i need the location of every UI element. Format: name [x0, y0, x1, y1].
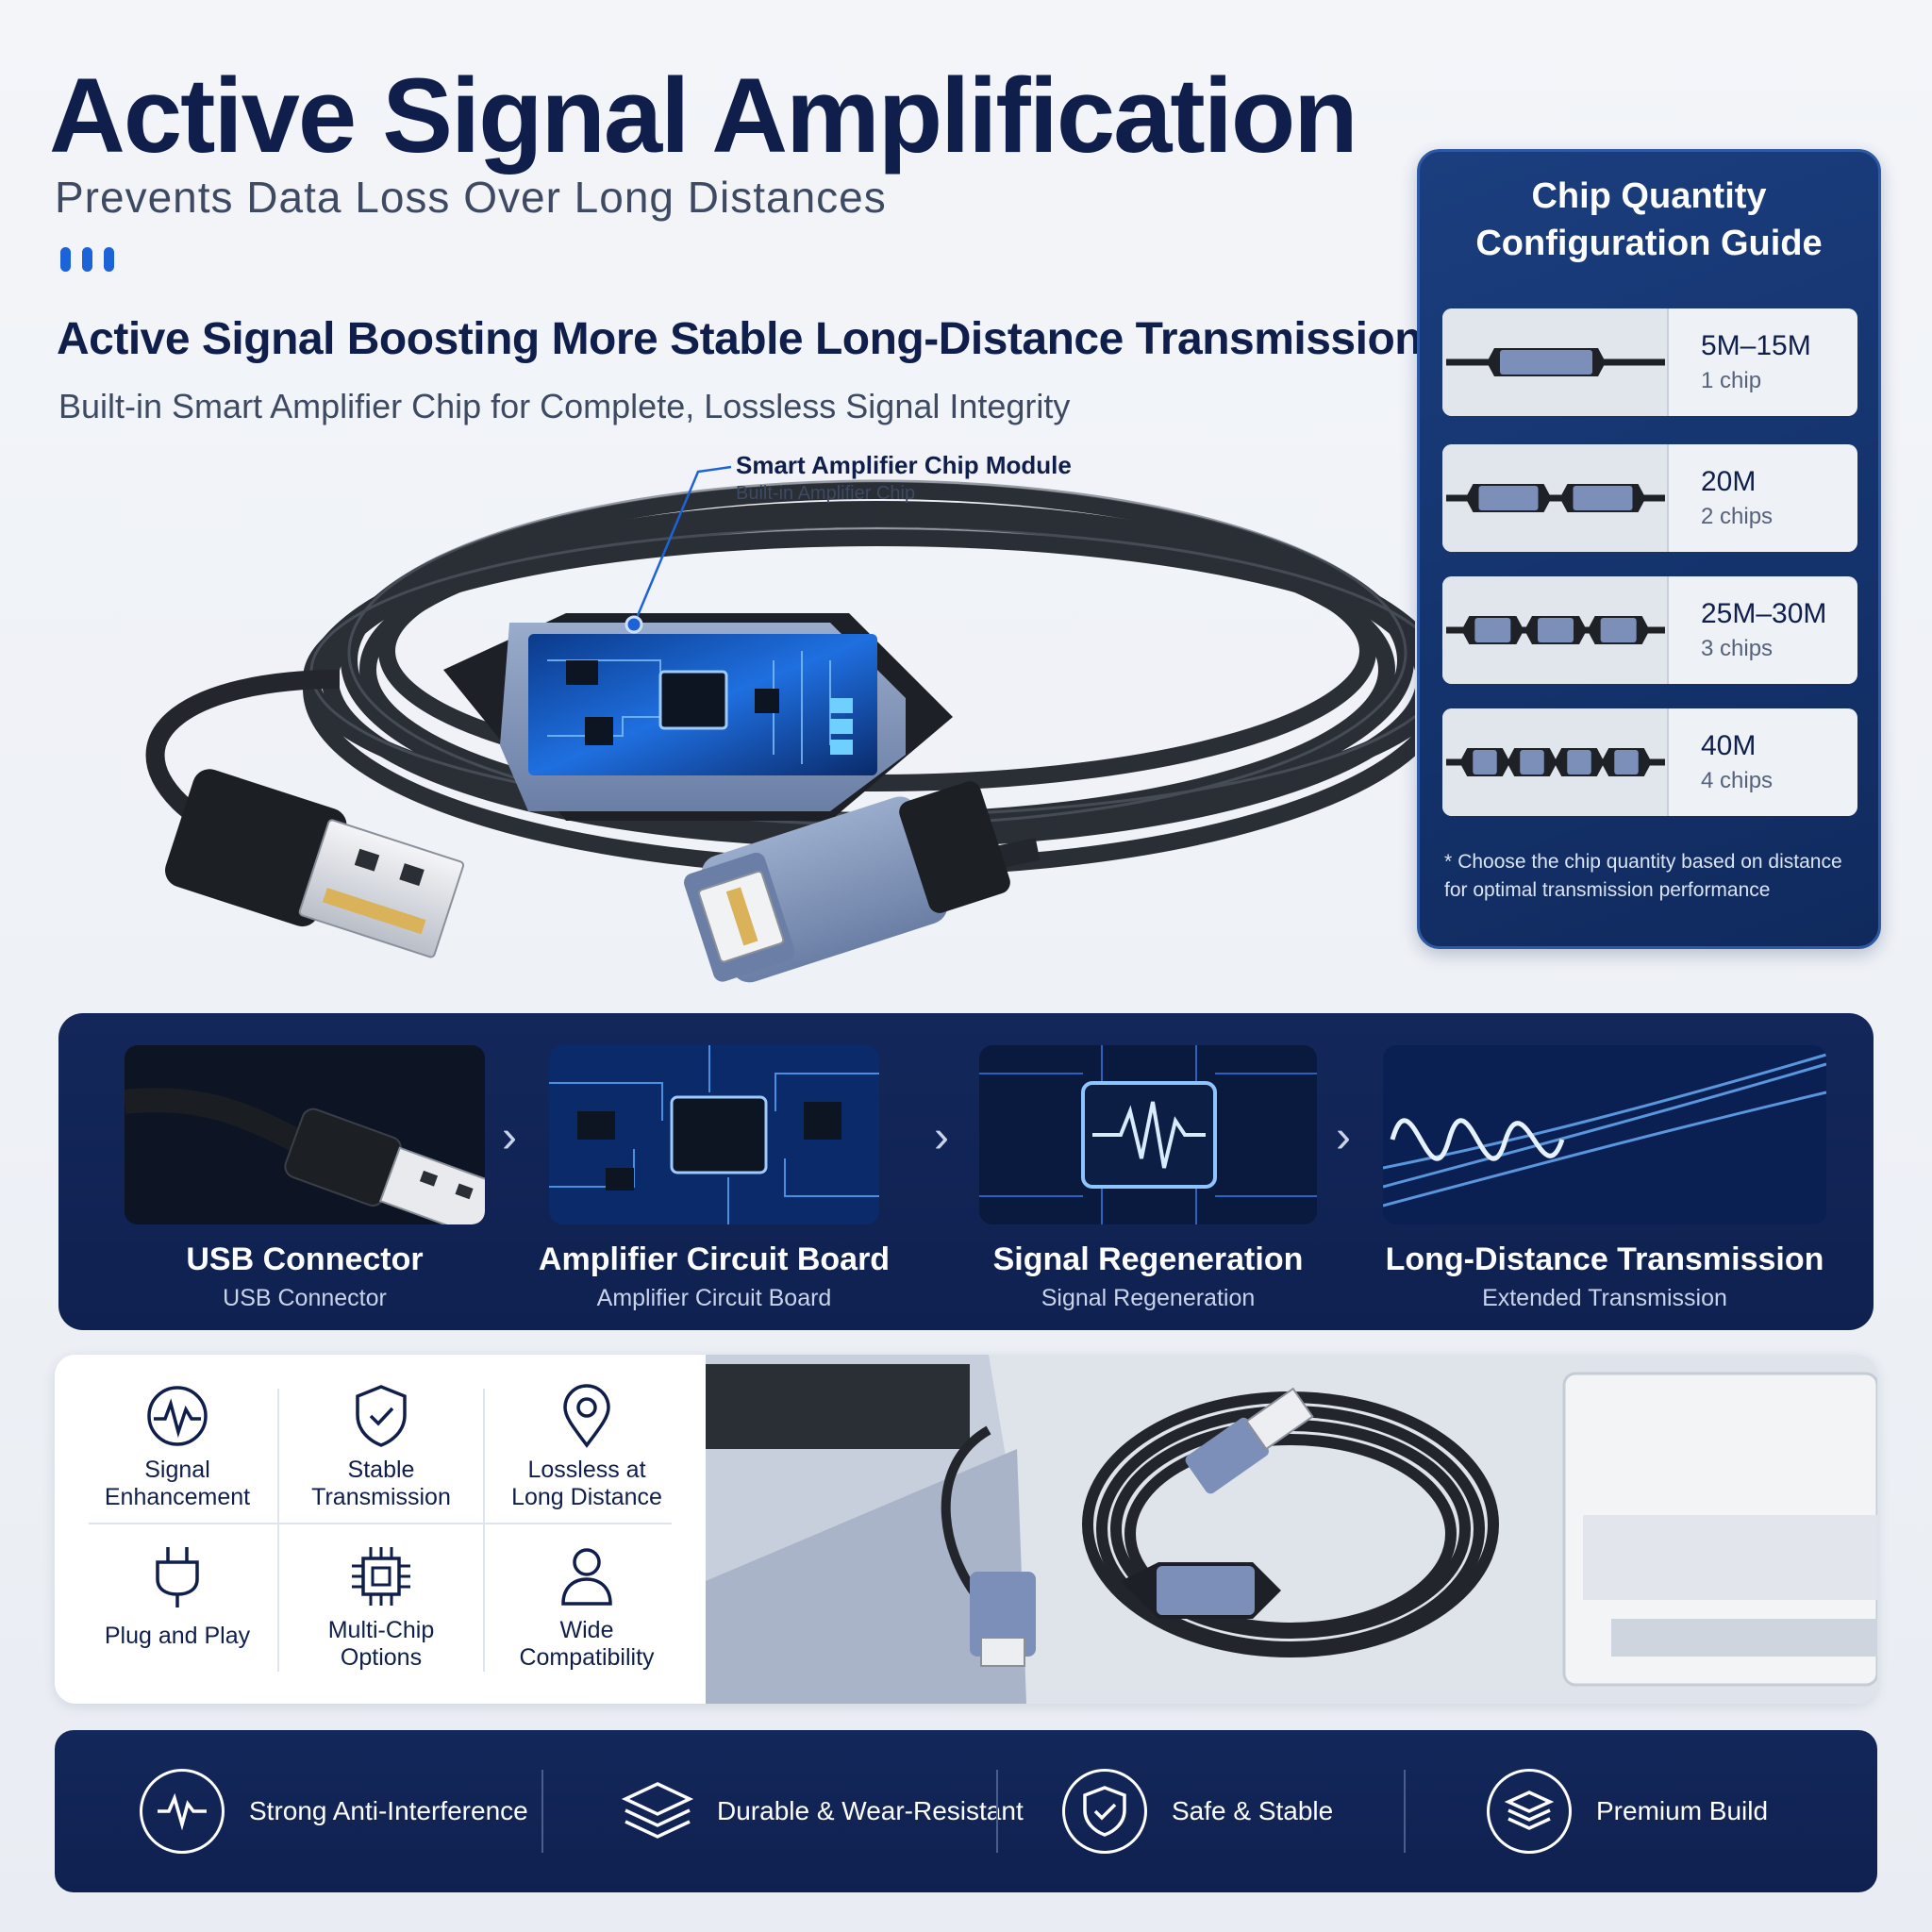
layers-icon [615, 1769, 700, 1854]
guide-row: 20M 2 chips [1442, 444, 1857, 552]
step-image-transmission [1383, 1045, 1826, 1224]
plug-icon [156, 1547, 199, 1607]
usage-scene-image [706, 1355, 1877, 1704]
step-image-signal [979, 1045, 1317, 1224]
step-label: Long-Distance Transmission [1385, 1241, 1824, 1277]
feature-lossless: Lossless at Long Distance [485, 1381, 689, 1511]
benefit-anti-interference: Strong Anti-Interference [140, 1768, 528, 1855]
step-label: Amplifier Circuit Board [538, 1241, 891, 1277]
usb-female-socket [684, 781, 1010, 983]
process-banner: › › › [58, 1013, 1874, 1330]
pulse-icon [140, 1769, 225, 1854]
step-sublabel: USB Connector [223, 1285, 387, 1311]
chip-module-icon [1459, 748, 1510, 776]
chip-module-icon [1559, 484, 1646, 512]
guide-row: 5M–15M 1 chip [1442, 308, 1857, 416]
main-subtitle: Prevents Data Loss Over Long Distances [55, 173, 887, 222]
accent-dots [60, 247, 114, 272]
benefit-safe-stable: Safe & Stable [1062, 1768, 1333, 1855]
guide-row: 25M–30M 3 chips [1442, 576, 1857, 684]
benefits-bar: Strong Anti-Interference Durable & Wear-… [55, 1730, 1877, 1892]
chip-module-icon [1465, 484, 1552, 512]
guide-note: *Choose the chip quantity based on dista… [1444, 851, 1842, 901]
feature-plug-and-play: Plug and Play [75, 1541, 279, 1650]
feature-wide-compatibility: Wide Compatibility [485, 1541, 689, 1672]
step-sublabel: Extended Transmission [1482, 1285, 1727, 1311]
benefit-durable: Durable & Wear-Resistant [615, 1768, 1024, 1855]
callout-title: Smart Amplifier Chip Module [736, 451, 1072, 479]
cable-thumb-icon [1442, 308, 1669, 416]
location-pin-icon [563, 1384, 610, 1448]
cable-thumb-icon [1442, 576, 1669, 684]
feature-signal-enhancement: Signal Enhancement [75, 1381, 279, 1511]
chevron-right-icon: › [934, 1112, 949, 1162]
chip-module-icon [1554, 748, 1605, 776]
guide-title: Chip Quantity Configuration Guide [1475, 176, 1823, 263]
user-icon [561, 1548, 612, 1606]
chip-module-icon [1587, 616, 1650, 644]
guide-row: 40M 4 chips [1442, 708, 1857, 816]
chip-module-icon [1524, 616, 1587, 644]
usb-male-plug [165, 769, 465, 958]
step-image-circuit [549, 1045, 879, 1224]
layers-icon [1487, 1769, 1572, 1854]
feature-headline: Active Signal Boosting More Stable Long-… [57, 314, 1423, 364]
shield-check-icon [356, 1385, 407, 1447]
chip-module-icon [1601, 748, 1652, 776]
step-label: Signal Regeneration [992, 1241, 1304, 1277]
amplifier-module [443, 613, 953, 821]
step-sublabel: Signal Regeneration [1041, 1285, 1256, 1311]
cable-product-image [145, 465, 1415, 983]
step-image-usb [125, 1045, 485, 1224]
chevron-right-icon: › [1336, 1112, 1351, 1162]
shield-check-icon [1062, 1769, 1147, 1854]
signal-wave-icon [147, 1386, 208, 1446]
feature-stable-transmission: Stable Transmission [279, 1381, 483, 1511]
benefit-premium-build: Premium Build [1487, 1768, 1768, 1855]
chip-configuration-guide: Chip Quantity Configuration Guide 5M–15M… [1417, 149, 1881, 949]
chip-icon [352, 1547, 410, 1606]
step-sublabel: Amplifier Circuit Board [596, 1285, 832, 1311]
callout-subtitle: Built-in Amplifier Chip [736, 483, 916, 504]
feature-grid: Signal Enhancement Stable Transmission L… [55, 1355, 706, 1704]
chip-module-icon [1461, 616, 1524, 644]
chip-module-icon [1507, 748, 1557, 776]
cable-thumb-icon [1442, 708, 1669, 816]
feature-multi-chip: Multi-Chip Options [279, 1541, 483, 1672]
feature-panel: Signal Enhancement Stable Transmission L… [55, 1355, 1877, 1704]
chip-module-icon [1487, 348, 1606, 376]
step-label: USB Connector [186, 1241, 424, 1277]
chevron-right-icon: › [502, 1112, 517, 1162]
cable-thumb-icon [1442, 444, 1669, 552]
main-title: Active Signal Amplification [49, 57, 1358, 175]
feature-subline: Built-in Smart Amplifier Chip for Comple… [58, 387, 1071, 425]
